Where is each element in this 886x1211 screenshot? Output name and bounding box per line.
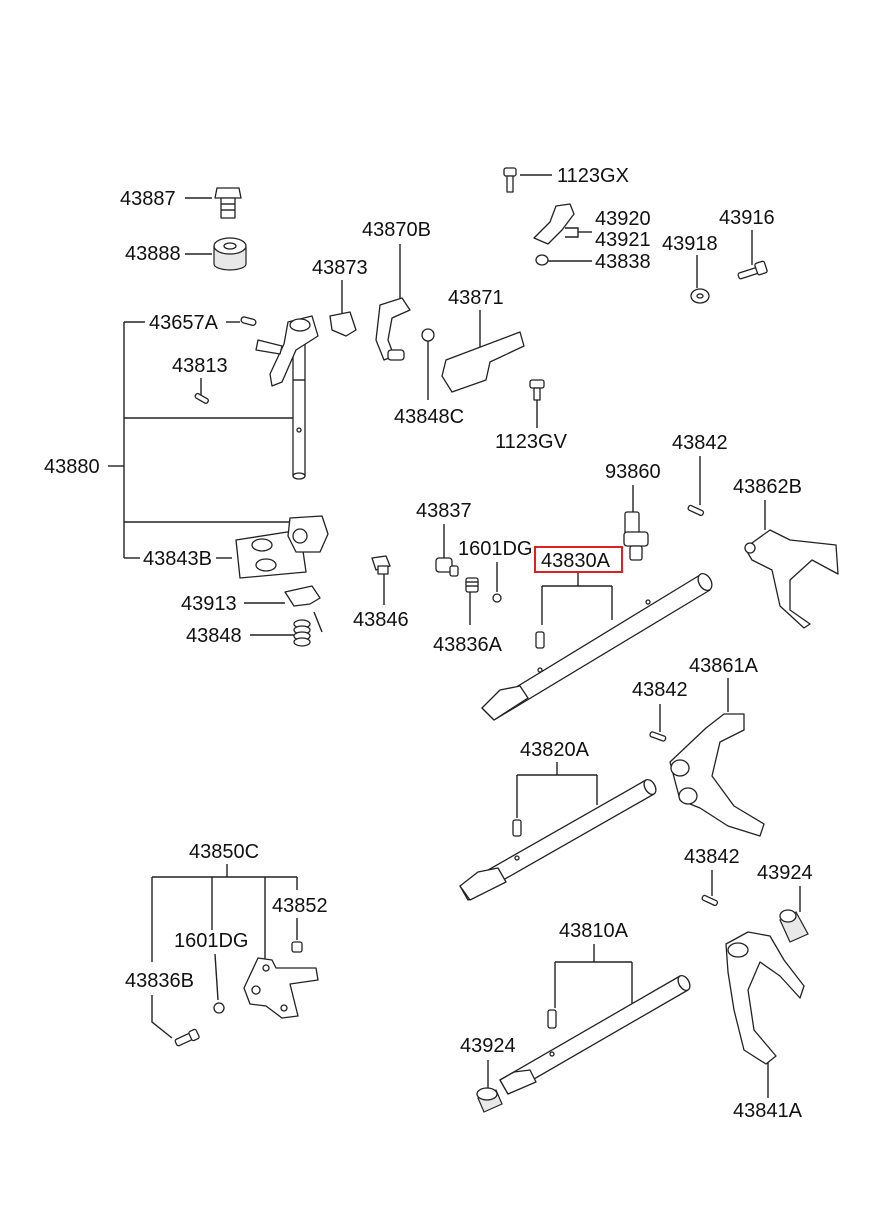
- label-43880[interactable]: 43880: [44, 456, 100, 478]
- bolt-43916: [737, 260, 768, 280]
- label-43848c[interactable]: 43848C: [394, 406, 464, 428]
- leader-lines: [108, 174, 801, 1098]
- label-43888[interactable]: 43888: [125, 243, 181, 265]
- label-43924-b[interactable]: 43924: [460, 1035, 516, 1057]
- bolt-43887: [214, 187, 242, 219]
- label-1601dg-a[interactable]: 1601DG: [458, 538, 533, 560]
- label-43862b[interactable]: 43862B: [733, 476, 802, 498]
- label-43918[interactable]: 43918: [662, 233, 718, 255]
- label-43852[interactable]: 43852: [272, 895, 328, 917]
- bushing-43924-a: [779, 909, 809, 943]
- label-43838[interactable]: 43838: [595, 251, 651, 273]
- label-43913[interactable]: 43913: [181, 593, 237, 615]
- label-43836b[interactable]: 43836B: [125, 970, 194, 992]
- label-43837[interactable]: 43837: [416, 500, 472, 522]
- pin-43842-c: [701, 894, 719, 907]
- bushing-43924-b: [476, 1087, 503, 1113]
- bolt-43846: [371, 555, 391, 575]
- bolt-1123gx: [503, 167, 517, 193]
- housing-43843b: [235, 515, 329, 579]
- bolt-43837: [435, 557, 459, 577]
- label-43843b[interactable]: 43843B: [143, 548, 212, 570]
- shaft-43830a: [481, 572, 713, 721]
- switch-93860: [623, 511, 649, 561]
- label-43842-c[interactable]: 43842: [684, 846, 740, 868]
- nut-43838: [535, 254, 549, 266]
- pin-43657a: [240, 316, 257, 326]
- label-1601dg-b[interactable]: 1601DG: [174, 930, 249, 952]
- bolt-1123gv: [529, 379, 545, 401]
- label-43836a[interactable]: 43836A: [433, 634, 503, 656]
- label-43848[interactable]: 43848: [186, 625, 242, 647]
- bushing-43888: [213, 237, 247, 271]
- shaft-43820a: [459, 778, 657, 901]
- highlight-box: [534, 546, 623, 573]
- label-43842-a[interactable]: 43842: [672, 432, 728, 454]
- label-43924-a[interactable]: 43924: [757, 862, 813, 884]
- ball-1601dg-b: [213, 1002, 225, 1014]
- fork-43861a: [669, 713, 765, 837]
- label-43871[interactable]: 43871: [448, 287, 504, 309]
- label-43873[interactable]: 43873: [312, 257, 368, 279]
- part-drawings: [174, 167, 839, 1113]
- plate-43871: [441, 331, 525, 393]
- bracket-43873: [329, 311, 357, 337]
- label-93860[interactable]: 93860: [605, 461, 661, 483]
- plate-43913: [284, 585, 321, 607]
- nut-43852: [291, 941, 303, 953]
- ball-1601dg-a: [492, 593, 502, 603]
- shaft-43810a: [499, 974, 691, 1095]
- label-43813[interactable]: 43813: [172, 355, 228, 377]
- label-43920[interactable]: 43920: [595, 208, 651, 230]
- spring-43836a: [465, 577, 479, 593]
- pin-43813: [194, 392, 209, 405]
- label-43916[interactable]: 43916: [719, 207, 775, 229]
- pin-43842-a: [687, 504, 705, 517]
- spring-43848: [293, 611, 323, 647]
- label-43810a[interactable]: 43810A: [559, 920, 629, 942]
- label-43841a[interactable]: 43841A: [733, 1100, 803, 1122]
- fork-43862b: [744, 529, 839, 629]
- pin-43842-b: [649, 731, 667, 742]
- lever-43870b: [375, 297, 411, 361]
- label-43870b[interactable]: 43870B: [362, 219, 431, 241]
- fork-43841a: [725, 931, 805, 1065]
- bracket-43920: [533, 203, 575, 245]
- label-1123gx[interactable]: 1123GX: [557, 165, 629, 187]
- label-1123gv[interactable]: 1123GV: [495, 431, 568, 453]
- label-43846[interactable]: 43846: [353, 609, 409, 631]
- label-43842-b[interactable]: 43842: [632, 679, 688, 701]
- label-43861a[interactable]: 43861A: [689, 655, 759, 677]
- label-43657a[interactable]: 43657A: [149, 312, 219, 334]
- label-43820a[interactable]: 43820A: [520, 739, 590, 761]
- bolt-43836b: [174, 1028, 200, 1047]
- shift-rod-43880: [255, 315, 319, 480]
- bracket-43850c: [243, 957, 319, 1019]
- nut-43848c: [421, 328, 435, 342]
- label-43850c[interactable]: 43850C: [189, 841, 259, 863]
- label-43921[interactable]: 43921: [595, 229, 651, 251]
- label-43830a[interactable]: 43830A: [541, 550, 611, 572]
- part-labels: 1123GX 43887 43870B 43920 43921 43916 43…: [44, 165, 813, 1122]
- label-43887[interactable]: 43887: [120, 188, 176, 210]
- washer-43918: [690, 288, 710, 304]
